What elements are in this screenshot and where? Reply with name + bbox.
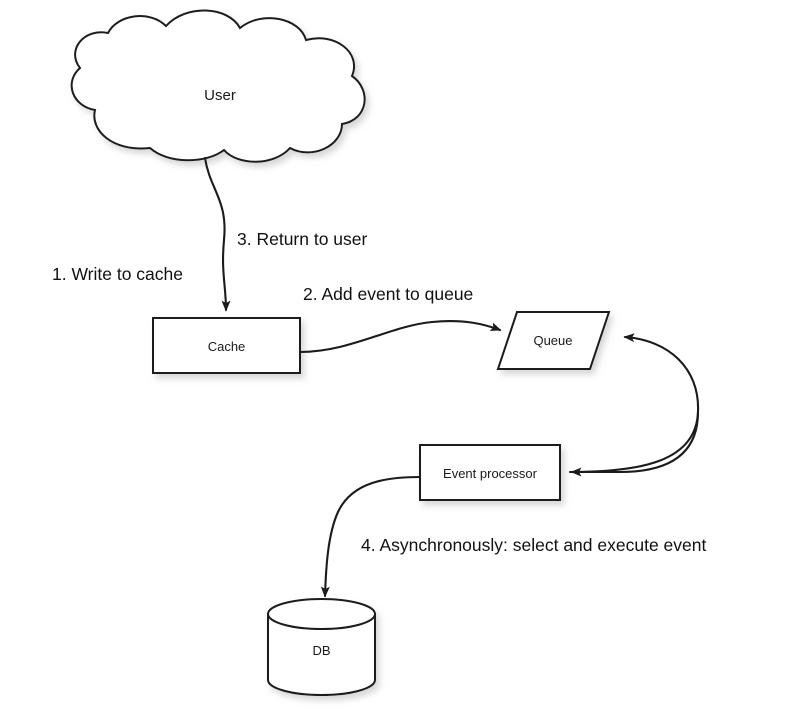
event-processor-rect: [419, 444, 561, 501]
node-cache-label: Cache: [208, 339, 246, 354]
edge-cache-to-queue: [298, 320, 502, 354]
cache-rect: [152, 317, 301, 374]
node-user-label: User: [204, 87, 236, 104]
edge-label-step3: 3. Return to user: [237, 229, 368, 249]
edge-label-step4: 4. Asynchronously: select and execute ev…: [361, 535, 706, 555]
edge-event-processor-to-db: [320, 475, 422, 598]
edge-label-step1: 1. Write to cache: [52, 264, 183, 284]
node-db-label: DB: [312, 643, 330, 658]
queue-parallelogram: [496, 311, 611, 370]
node-db[interactable]: [267, 598, 376, 696]
node-cache[interactable]: [152, 317, 301, 374]
node-queue[interactable]: [496, 311, 611, 370]
node-event-processor[interactable]: [419, 444, 561, 501]
db-cylinder-body: [267, 613, 376, 696]
cloud-shape: [70, 9, 366, 163]
node-event-processor-label: Event processor: [443, 466, 538, 481]
edge-user-to-cache: [203, 156, 231, 312]
edge-queue-to-event-processor: [570, 410, 700, 477]
node-queue-label: Queue: [533, 333, 572, 348]
edge-label-step2: 2. Add event to queue: [303, 284, 473, 304]
db-cylinder-top: [267, 598, 376, 630]
node-user[interactable]: [70, 9, 366, 163]
